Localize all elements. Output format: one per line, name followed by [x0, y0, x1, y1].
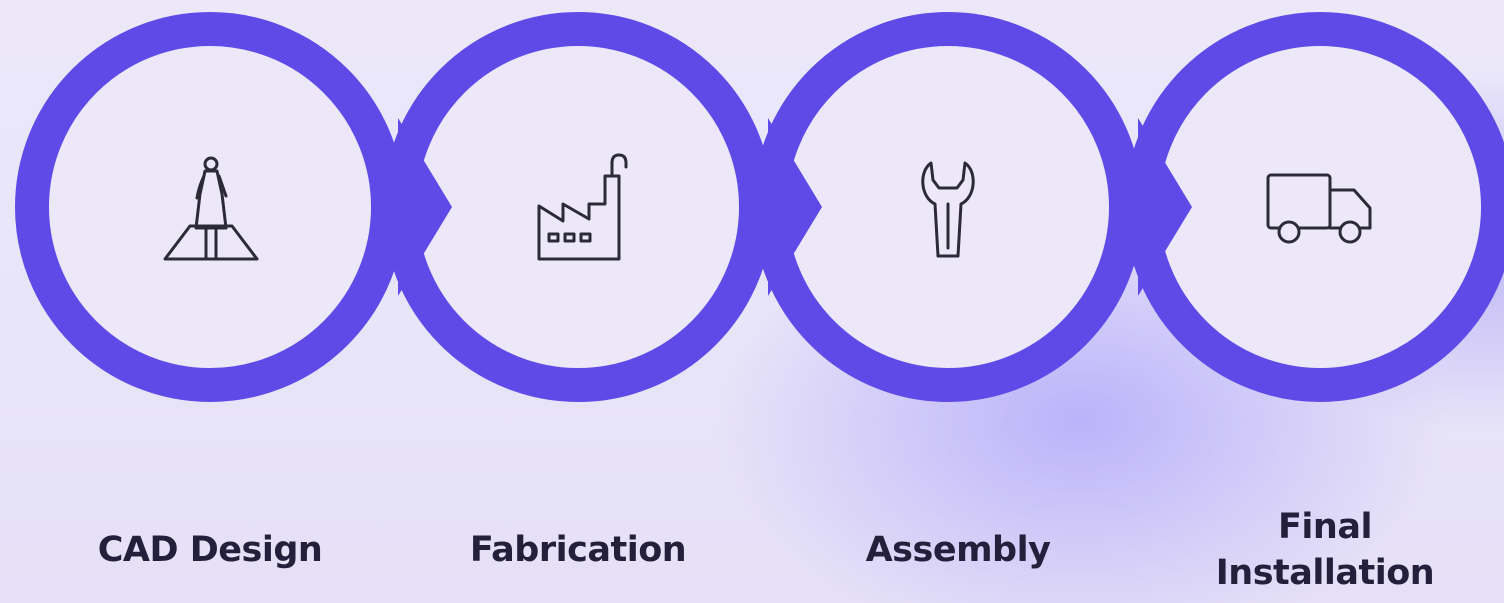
arrow-connector-1 [398, 118, 452, 296]
step-label-final-installation: Final Installation [1175, 504, 1475, 596]
step-ring-fabrication [383, 12, 773, 402]
wrench-icon [921, 161, 975, 258]
delivery-truck-icon [1266, 173, 1372, 244]
step-label-cad-design: CAD Design [97, 530, 323, 570]
arrow-connector-2 [768, 118, 822, 296]
factory-icon [537, 153, 628, 261]
step-label-installation: Installation [1215, 553, 1435, 593]
step-ring-cad-design [15, 12, 405, 402]
architect-person-icon [163, 156, 259, 261]
step-ring-final-installation [1125, 12, 1504, 402]
step-label-fabrication: Fabrication [469, 530, 687, 570]
step-label-assembly: Assembly [865, 530, 1051, 570]
arrow-connector-3 [1138, 118, 1192, 296]
step-label-final: Final [1278, 507, 1372, 547]
